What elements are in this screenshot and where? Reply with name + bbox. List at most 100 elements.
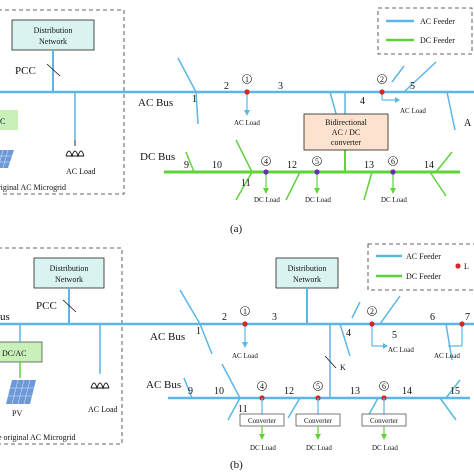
ac-bus-label-a: AC Bus	[138, 97, 173, 109]
ac-bus-label-b-1: AC Bus	[150, 331, 185, 343]
distribution-network-mid-label-1: Distribution	[288, 264, 327, 273]
dc-load-node-b-4: 4 Converter DC Load	[239, 381, 285, 452]
dcac-box-a	[0, 110, 18, 130]
ac-load-left-label-b: AC Load	[88, 405, 118, 414]
ac-load-coil-a	[65, 150, 85, 158]
svg-text:Converter: Converter	[370, 417, 399, 425]
ac-bus-label-b-2: AC Bus	[146, 379, 181, 391]
distribution-network-label-b-2: Network	[55, 275, 83, 284]
ac-load-left-label-a: AC Load	[66, 167, 96, 176]
svg-text:AC Load: AC Load	[388, 346, 414, 354]
ac-node-a-1: 1	[192, 94, 197, 105]
pv-label-b: PV	[12, 409, 22, 418]
ac-node-a-3: 3	[278, 81, 283, 92]
dc-node-a-12: 12	[287, 160, 297, 171]
legend-b: AC Feeder DC Feeder L	[367, 243, 474, 291]
converter-label-a-2: AC / DC	[332, 128, 360, 137]
dc-node-a-9: 9	[184, 160, 189, 171]
svg-text:4: 4	[264, 157, 268, 166]
edge-partial-a: A	[464, 118, 472, 129]
svg-text:DC Load: DC Load	[305, 196, 331, 204]
distribution-network-label-b: Distribution	[50, 264, 89, 273]
svg-text:DC Load: DC Load	[381, 196, 407, 204]
legend-ac-b: AC Feeder	[406, 252, 441, 261]
pv-array-a	[0, 149, 14, 169]
dcac-box-b	[0, 341, 43, 363]
distribution-network-label-a-2: Network	[39, 37, 67, 46]
dc-load-node-b-5: 5 Converter DC Load	[295, 381, 341, 452]
svg-text:AC Load: AC Load	[234, 119, 260, 127]
svg-text:Converter: Converter	[248, 417, 277, 425]
ac-load-coil-b	[90, 382, 110, 390]
caption-a: (a)	[230, 223, 243, 235]
svg-text:2: 2	[380, 75, 384, 84]
lower-node-b-10: 10	[214, 386, 224, 397]
ac-node-b-2: 2	[222, 312, 227, 323]
lower-node-b-9: 9	[188, 386, 193, 397]
ac-node-b-4: 4	[346, 328, 351, 339]
caption-b: (b)	[230, 459, 243, 471]
ac-load-node-b-1: 1 AC Load	[232, 306, 258, 360]
svg-text:2: 2	[370, 307, 374, 316]
distribution-network-box-b	[33, 257, 105, 289]
svg-text:4: 4	[260, 382, 264, 391]
svg-text:AC Load: AC Load	[400, 107, 426, 115]
ac-load-node-a-2: 2 AC Load	[377, 74, 426, 115]
pcc-label-b: PCC	[36, 300, 57, 312]
panel-b: Distribution Network PCC us AC Bus DC/AC…	[0, 243, 474, 471]
dc-load-node-a-4: 4 DC Load	[254, 156, 280, 204]
distribution-network-box-b-mid	[275, 257, 339, 289]
svg-text:DC Load: DC Load	[254, 196, 280, 204]
legend-a: AC Feeder DC Feeder	[377, 7, 473, 55]
lower-node-b-14: 14	[402, 386, 412, 397]
converter-box-a	[303, 113, 389, 151]
dc-node-a-11: 11	[241, 178, 251, 189]
ac-node-a-4: 4	[360, 96, 365, 107]
pcc-switch-a	[46, 63, 61, 77]
ac-load-node-b-2: 2 AC Load	[367, 306, 414, 354]
k-label-b: K	[340, 363, 346, 372]
legend-node-b: L	[464, 262, 469, 271]
lower-node-b-12: 12	[284, 386, 294, 397]
distribution-network-mid-label-2: Network	[293, 275, 321, 284]
ac-node-b-6: 6	[430, 312, 435, 323]
original-microgrid-label-b: e original AC Microgrid	[0, 433, 76, 442]
lower-node-b-15: 15	[450, 386, 460, 397]
lower-node-b-11: 11	[238, 404, 248, 415]
distribution-network-label-a: Distribution	[34, 26, 73, 35]
dc-node-a-13: 13	[364, 160, 374, 171]
ac-node-a-5: 5	[410, 81, 415, 92]
svg-text:DC Load: DC Load	[250, 444, 276, 452]
original-microgrid-boundary-b	[0, 247, 123, 445]
svg-text:1: 1	[245, 75, 249, 84]
dc-node-a-10: 10	[212, 160, 222, 171]
pv-array-b	[6, 379, 36, 405]
svg-text:Converter: Converter	[304, 417, 333, 425]
svg-text:DC Load: DC Load	[372, 444, 398, 452]
bus-partial-b: us	[0, 311, 10, 323]
svg-text:DC Load: DC Load	[306, 444, 332, 452]
lower-node-b-13: 13	[350, 386, 360, 397]
legend-ac-a: AC Feeder	[420, 17, 455, 26]
dc-bus-label-a: DC Bus	[140, 151, 175, 163]
original-microgrid-boundary-a	[0, 9, 125, 195]
ac-node-b-5: 5	[392, 330, 397, 341]
svg-text:6: 6	[382, 382, 386, 391]
dcac-partial-a: C	[0, 117, 5, 126]
converter-label-a-1: Bidirectional	[325, 118, 368, 127]
panel-a: Distribution Network PCC AC Bus C AC Loa…	[0, 7, 474, 235]
ac-node-b-1: 1	[196, 326, 201, 337]
svg-text:AC Load: AC Load	[232, 352, 258, 360]
svg-text:5: 5	[315, 157, 319, 166]
legend-dc-b: DC Feeder	[406, 272, 441, 281]
dc-load-node-a-6: 6 DC Load	[381, 156, 407, 204]
ac-load-node-b-3: AC Load	[434, 321, 465, 360]
svg-text:1: 1	[243, 307, 247, 316]
dc-node-a-14: 14	[424, 160, 434, 171]
svg-text:AC Load: AC Load	[434, 352, 460, 360]
dc-load-node-a-5: 5 DC Load	[305, 156, 331, 204]
ac-node-a-2: 2	[224, 81, 229, 92]
dc-load-node-b-6: 6 Converter DC Load	[361, 381, 407, 452]
ac-load-node-a-1: 1 AC Load	[234, 74, 260, 127]
